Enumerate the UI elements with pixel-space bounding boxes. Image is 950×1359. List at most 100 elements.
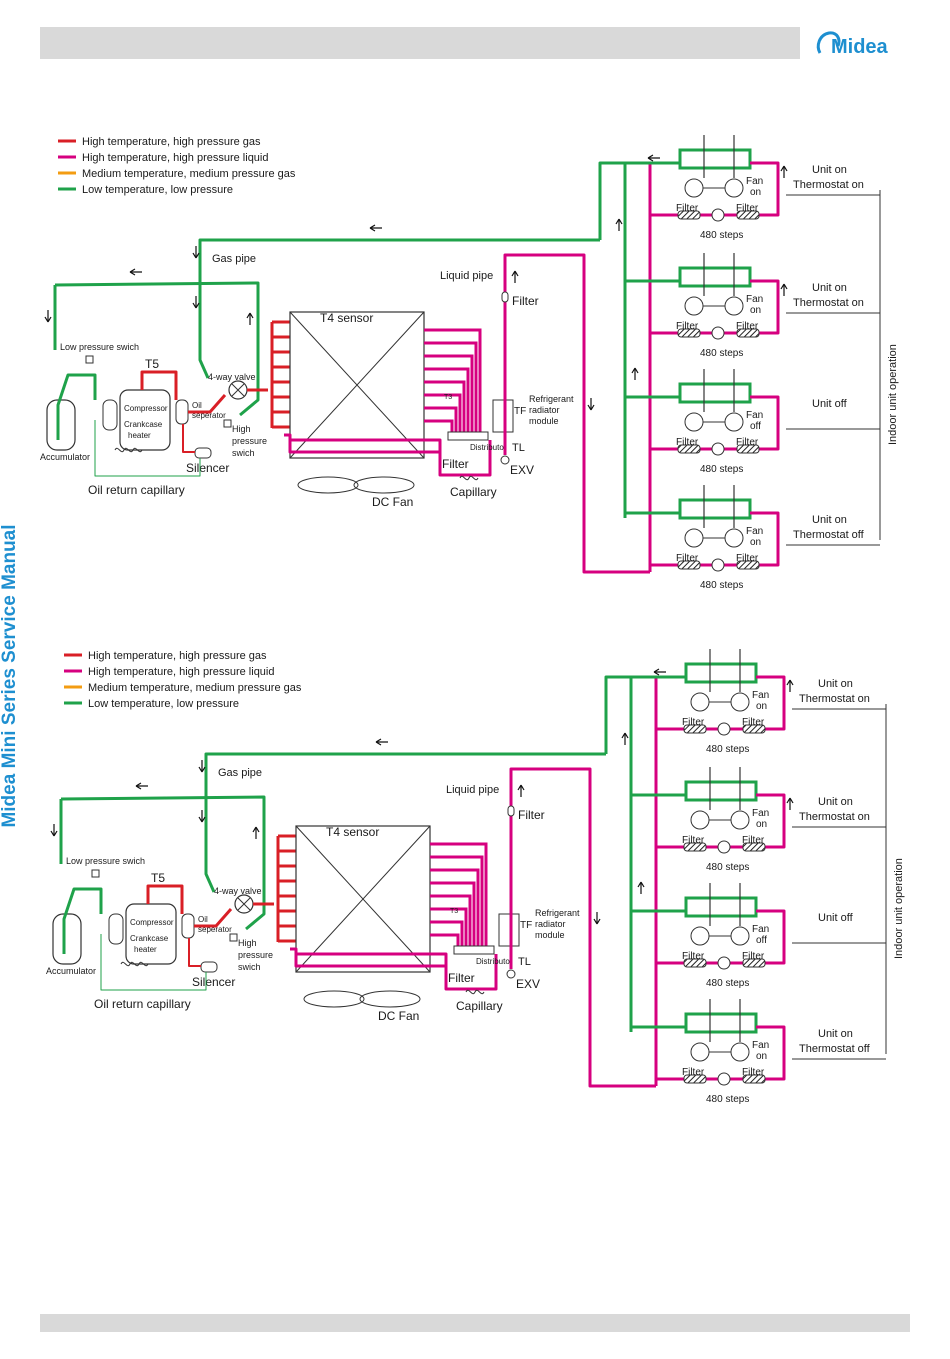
condenser-return [290,438,442,452]
fan-scroll [684,412,704,432]
compressor [119,389,171,451]
exv-valve [500,455,510,465]
condenser-loop [290,947,498,991]
gas-pipe-main [198,238,600,279]
unit-filter-label: Filter [676,203,699,214]
fan-scroll [684,528,704,548]
legend-label: High temperature, high pressure liquid [82,152,269,164]
unit-coil [684,1012,758,1034]
legend-label: High temperature, high pressure gas [88,650,267,662]
flow-arrow [192,246,200,259]
fan-blade [359,990,421,1008]
liquid-filter [507,805,515,817]
unit-coil [684,662,758,684]
unit-exv [717,1072,731,1086]
high-pressure-label: pressure [232,436,267,446]
accumulator-label: Accumulator [40,452,90,462]
flow-arrow [637,881,645,894]
flow-arrow [780,283,788,296]
silencer-pipe [188,938,201,967]
oil-sep-label: Oil [192,401,202,410]
gas-pipe-label: Gas pipe [212,253,256,265]
oil-separator [181,913,195,939]
flow-arrow [615,218,623,231]
compressor-small-tank [102,399,118,431]
fan-state-label: on [756,701,767,712]
flow-arrow [369,224,382,232]
outlet-tube [424,367,470,440]
fan-label: Fan [752,808,769,819]
flow-arrow [653,668,666,676]
compressor-label: Compressor [130,918,174,927]
flow-arrow [192,296,200,309]
high-pressure-label: High [238,938,257,948]
oil-separator [175,399,189,425]
outlet-tube [424,354,474,440]
fan-label: Fan [752,690,769,701]
unit-filter-label: Filter [736,553,759,564]
outlet-tube [424,393,462,440]
heater-label: heater [128,431,151,440]
fan-scroll [684,178,704,198]
fan-label: Fan [752,924,769,935]
high-pressure-switch [229,933,238,942]
unit-filter-label: Filter [736,203,759,214]
flow-arrow [587,398,595,411]
filter-label: Filter [442,457,469,471]
header-bar [40,27,800,59]
unit-status-label: Unit off [818,912,854,924]
silencer-pipe [182,424,195,453]
outlet-tube [430,842,488,954]
accumulator [46,399,76,451]
unit-coil [678,498,752,520]
dc-fan-label: DC Fan [372,495,413,509]
midea-logo: Midea [816,31,889,58]
unit-status-label: Unit on [818,678,853,690]
filter-label: Filter [448,971,475,985]
fan-label: Fan [746,526,763,537]
svg-text:Midea: Midea [831,36,889,58]
high-pressure-label: High [232,424,251,434]
unit-status-label: Unit on [818,796,853,808]
legend-label: Medium temperature, medium pressure gas [82,168,296,180]
high-pressure-label: pressure [238,950,273,960]
unit-steps-label: 480 steps [700,464,743,475]
unit-filter [742,724,766,734]
fan-state-label: on [750,305,761,316]
low-pressure-switch-label: Low pressure swich [60,342,139,352]
diagram-upper: High temperature, high pressure gasHigh … [40,135,899,591]
capillary-coil [465,989,485,995]
high-pressure-label: swich [232,448,255,458]
fan-scroll [730,1042,750,1062]
unit-coil [678,382,752,404]
unit-filter [736,560,760,570]
radiator-label: radiator [535,919,566,929]
unit-status-label: Unit on [812,282,847,294]
outlet-tube [424,406,458,440]
fan-scroll [690,926,710,946]
unit-filter-label: Filter [676,553,699,564]
accumulator-label: Accumulator [46,966,96,976]
unit-filter [677,210,701,220]
t3-label: T3 [450,908,458,915]
indoor-op-label: Indoor unit operation [887,344,899,445]
four-way-valve-label: 4-way valve [214,886,262,896]
unit-steps-label: 480 steps [706,862,749,873]
silencer-label: Silencer [192,975,235,989]
unit-steps-label: 480 steps [700,348,743,359]
flow-arrow [198,760,206,773]
flow-arrow [135,782,148,790]
flow-arrow [511,270,519,283]
fan-blade [303,990,365,1008]
sep-to-valve [194,908,233,928]
fan-scroll [724,296,744,316]
unit-filter-label: Filter [742,951,765,962]
outlet-tube [424,328,482,440]
legend-label: Medium temperature, medium pressure gas [88,682,302,694]
flow-arrow [786,679,794,692]
gas-pipe-label: Gas pipe [218,767,262,779]
liquid-pipe-label: Liquid pipe [440,270,493,282]
radiator-label: Refrigerant [535,908,580,918]
